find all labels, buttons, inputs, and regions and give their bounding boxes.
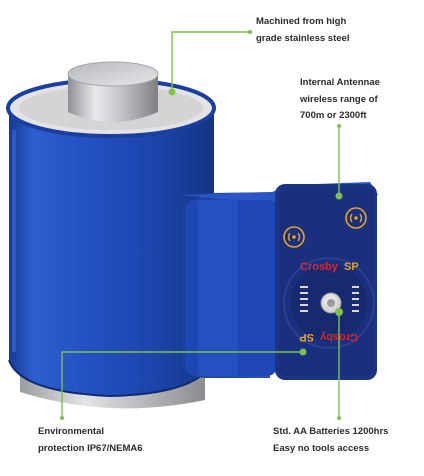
callout-antenna-line-1: Internal Antennae: [300, 77, 380, 88]
callout-antenna-line-3: 700m or 2300ft: [300, 110, 367, 121]
battery-cover: Crosby SP Crosby SP: [283, 257, 375, 349]
logo-top: SP: [344, 261, 359, 273]
callout-environment-line-2: protection IP67/NEMA6: [38, 442, 143, 454]
callout-material-line-2: grade stainless steel: [256, 32, 350, 44]
leader-environment: [61, 351, 303, 418]
antenna-icon-right: [345, 207, 367, 229]
callout-antenna: Internal Antennae wireless range of 700m…: [300, 75, 380, 125]
antenna-icon-left: [283, 226, 305, 248]
brand-label-top: Crosby: [300, 261, 339, 273]
callout-material-line-1: Machined from high: [256, 16, 347, 27]
callout-environment: Environmental protection IP67/NEMA6: [38, 424, 143, 457]
callout-material: Machined from high grade stainless steel: [256, 14, 349, 47]
steel-post: [67, 61, 159, 122]
transmitter-housing: [180, 182, 378, 380]
callout-environment-line-1: Environmental: [38, 426, 104, 437]
logo-bottom: SP: [299, 331, 314, 343]
callout-batteries: Std. AA Batteries 1200hrs Easy no tools …: [273, 424, 388, 457]
callout-antenna-line-2: wireless range of: [300, 93, 378, 105]
callout-leaders: [60, 30, 343, 420]
certification-marks: [300, 286, 359, 312]
callout-batteries-line-2: Easy no tools access: [273, 442, 370, 454]
cover-screw: [320, 292, 342, 314]
callout-batteries-line-1: Std. AA Batteries 1200hrs: [273, 426, 389, 437]
leader-material: [171, 31, 250, 92]
